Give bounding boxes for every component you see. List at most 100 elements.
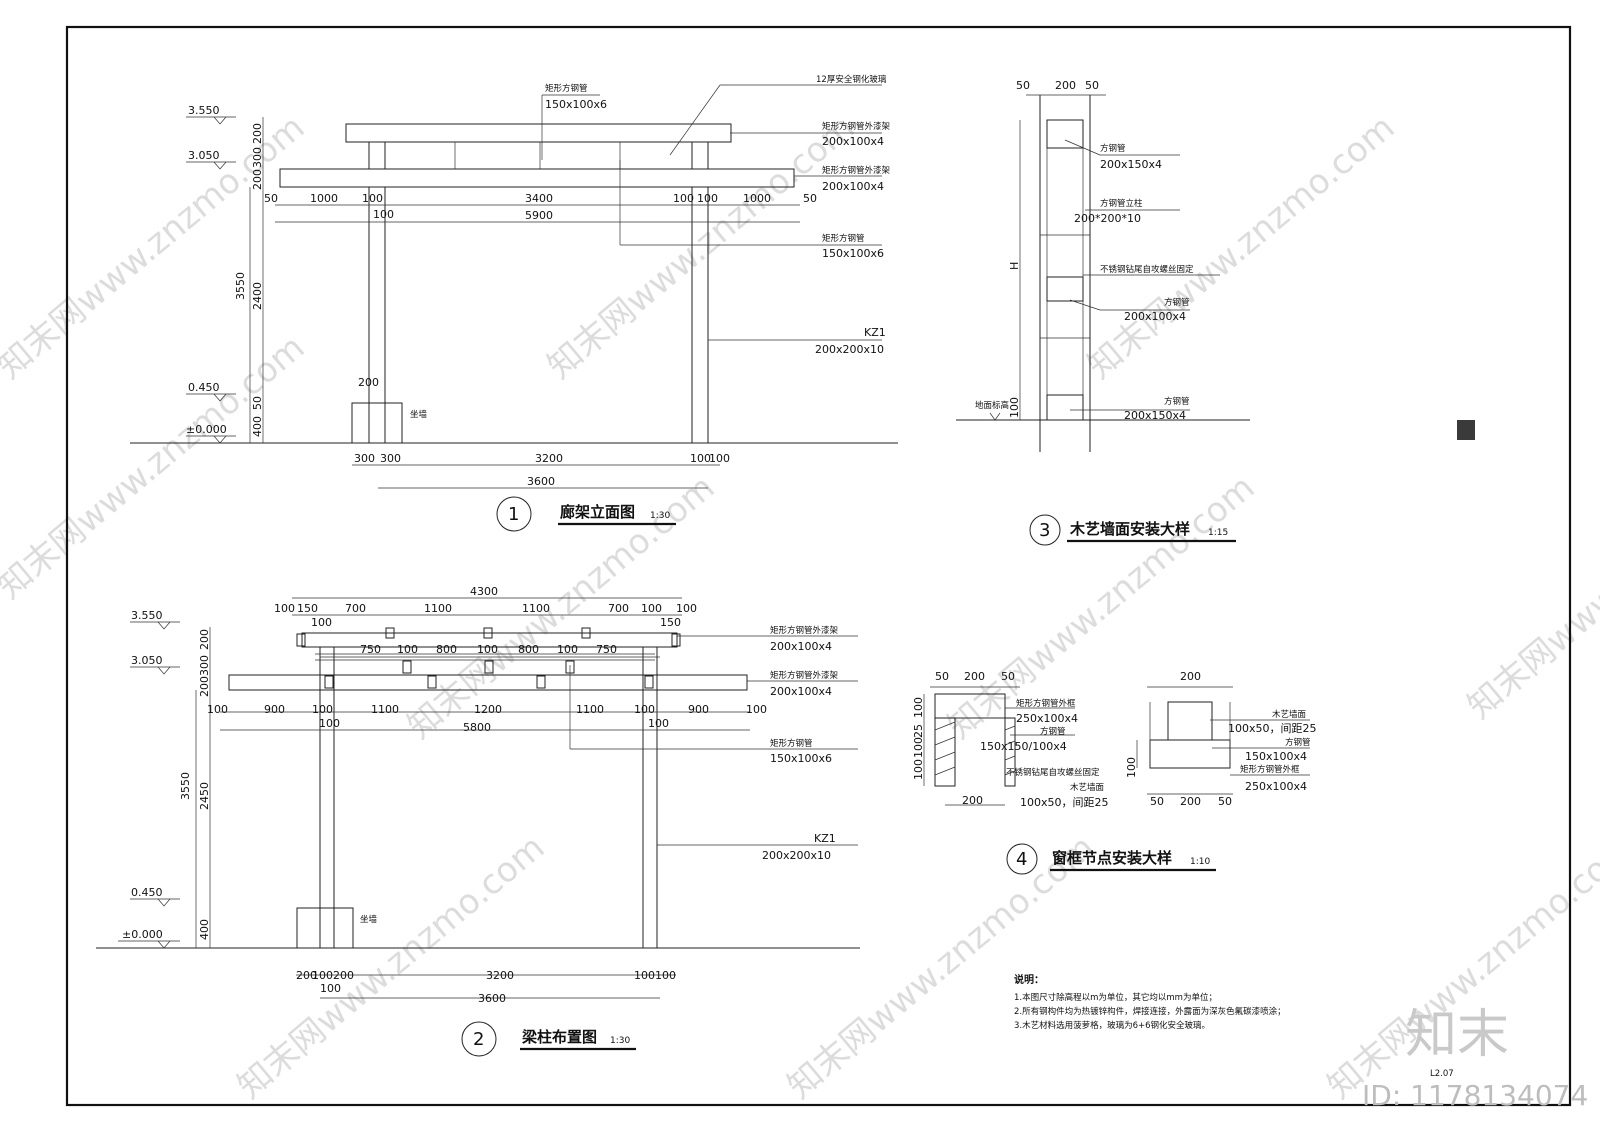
drawing-number-circle	[461, 1021, 497, 1057]
watermark-layer: 知末网www.znzmo.com 知末网www.znzmo.com 知末网www…	[0, 107, 1600, 1106]
svg-text:KZ1: KZ1	[864, 326, 886, 339]
drawing-1-elevation: 3.550 3.050 0.450 ±0.000 200 300 200 355…	[130, 74, 898, 532]
dim-text: 100	[676, 602, 697, 615]
svg-text:窗框节点安装大样: 窗框节点安装大样	[1052, 849, 1172, 867]
drawing-4-window-frame-detail: 50 200 50 200 100 25 100 100 矩形方钢管外框 250…	[912, 670, 1317, 875]
svg-text:矩形方钢管: 矩形方钢管	[770, 738, 813, 749]
dim-text: 100	[697, 192, 718, 205]
svg-text:±0.000: ±0.000	[122, 928, 163, 941]
watermark-text: 知末网www.znzmo.com	[940, 467, 1262, 746]
dim-text: 900	[688, 703, 709, 716]
drawing-3-wood-wall-detail: 50 200 50 H 100 方钢管 200x150x4 方钢管立柱 200*…	[956, 79, 1475, 546]
svg-text:2: 2	[473, 1029, 484, 1050]
svg-text:200x100x4: 200x100x4	[1124, 310, 1186, 323]
steel-tube	[1046, 276, 1084, 302]
top-glass-frame	[345, 123, 732, 143]
svg-text:150x100x6: 150x100x6	[770, 752, 832, 765]
callouts-drawing-4-left: 矩形方钢管外框 250x100x4 方钢管 150x150/100x4 不锈钢钻…	[980, 698, 1109, 809]
dim-text: 100	[320, 982, 341, 995]
dim-text: 3400	[525, 192, 553, 205]
block-marker	[1457, 420, 1475, 440]
outer-frame	[1149, 739, 1231, 769]
dim-text: 200	[1180, 670, 1201, 683]
svg-text:4: 4	[1016, 849, 1027, 870]
dim-text: 100	[477, 643, 498, 656]
seat-wall	[351, 402, 403, 444]
sheet-number: L2.07	[1430, 1069, 1454, 1079]
svg-text:±0.000: ±0.000	[186, 423, 227, 436]
drawing-number-circle	[1006, 843, 1038, 875]
callouts-drawing-2: 矩形方钢管外漆架 200x100x4 矩形方钢管外漆架 200x100x4 矩形…	[569, 625, 858, 862]
dim-text: H	[1008, 262, 1021, 270]
svg-text:方钢管: 方钢管	[1164, 396, 1190, 407]
svg-text:200x100x4: 200x100x4	[770, 640, 832, 653]
dim-text: 100	[634, 703, 655, 716]
dim-text: 3550	[179, 772, 192, 800]
dim-text: 200	[1055, 79, 1076, 92]
dim-text: 700	[345, 602, 366, 615]
svg-text:3.050: 3.050	[131, 654, 163, 667]
svg-text:1:10: 1:10	[1190, 857, 1210, 867]
dim-text: 100	[634, 969, 655, 982]
svg-text:不锈钢钻尾自攻螺丝固定: 不锈钢钻尾自攻螺丝固定	[1100, 264, 1194, 275]
svg-text:3.550: 3.550	[188, 104, 220, 117]
svg-text:100x50，间距25: 100x50，间距25	[1228, 722, 1317, 735]
dim-text: 50	[264, 192, 278, 205]
drawing-2-title: 2 梁柱布置图 1:30	[461, 1021, 636, 1057]
dim-text: 200	[198, 629, 211, 650]
svg-text:200*200*10: 200*200*10	[1074, 212, 1141, 225]
top-beam	[301, 632, 678, 648]
dim-text: 200	[296, 969, 317, 982]
svg-text:200x150x4: 200x150x4	[1124, 409, 1186, 422]
steel-tube	[1167, 701, 1213, 741]
svg-text:200x150x4: 200x150x4	[1100, 158, 1162, 171]
watermark-text: 知末网www.znzmo.com	[230, 827, 552, 1106]
column-right	[691, 186, 709, 444]
dim-text: 100	[1008, 397, 1021, 418]
svg-text:200x200x10: 200x200x10	[815, 343, 884, 356]
watermark-text: 知末网www.znzmo.com	[540, 107, 862, 386]
steel-tube	[1046, 394, 1084, 421]
dim-text: 100	[373, 208, 394, 221]
dim-text: 100	[912, 697, 925, 718]
dim-text: 5800	[463, 721, 491, 734]
svg-text:3.550: 3.550	[131, 609, 163, 622]
dim-text: 800	[436, 643, 457, 656]
dim-text: 3200	[535, 452, 563, 465]
svg-text:梁柱布置图: 梁柱布置图	[521, 1028, 597, 1046]
seat-label: 坐墙	[410, 409, 428, 420]
callouts-drawing-4-right: 木艺墙面 100x50，间距25 方钢管 150x100x4 矩形方钢管外框 2…	[1210, 709, 1317, 793]
svg-text:廊架立面图: 廊架立面图	[560, 503, 635, 521]
svg-text:木艺墙面: 木艺墙面	[1070, 782, 1105, 793]
column-right	[642, 646, 658, 949]
dim-text: 300	[354, 452, 375, 465]
svg-text:200x100x4: 200x100x4	[822, 135, 884, 148]
dim-text: 25	[912, 724, 925, 738]
dim-text: 1100	[371, 703, 399, 716]
dim-text: 100	[311, 616, 332, 629]
seat-label: 坐墙	[360, 914, 378, 925]
svg-text:方钢管: 方钢管	[1100, 143, 1126, 154]
dim-text: 300	[251, 147, 264, 168]
dim-text: 100	[655, 969, 676, 982]
dim-text: 5900	[525, 209, 553, 222]
dim-text: 750	[596, 643, 617, 656]
dim-text: 100	[648, 717, 669, 730]
svg-text:方钢管立柱: 方钢管立柱	[1100, 198, 1143, 209]
dim-text: 200	[358, 376, 379, 389]
svg-text:木艺墙面安装大样: 木艺墙面安装大样	[1069, 520, 1190, 538]
svg-text:150x100x6: 150x100x6	[545, 98, 607, 111]
svg-text:12厚安全钢化玻璃: 12厚安全钢化玻璃	[816, 74, 887, 85]
dim-text: 400	[251, 416, 264, 437]
note-item: 2.所有钢构件均为热镀锌构件，焊接连接，外露面为深灰色氟碳漆喷涂；	[1014, 1006, 1286, 1017]
dim-text: 50	[1001, 670, 1015, 683]
hatched-wood	[1004, 717, 1016, 787]
column-left	[319, 646, 335, 949]
dim-text: 150	[660, 616, 681, 629]
svg-text:250x100x4: 250x100x4	[1245, 780, 1307, 793]
svg-text:矩形方钢管: 矩形方钢管	[822, 233, 865, 244]
dim-text: 1200	[474, 703, 502, 716]
notes-heading: 说明：	[1014, 973, 1044, 986]
dim-text: 100	[690, 452, 711, 465]
elevation-3050: 3.050	[186, 149, 236, 170]
